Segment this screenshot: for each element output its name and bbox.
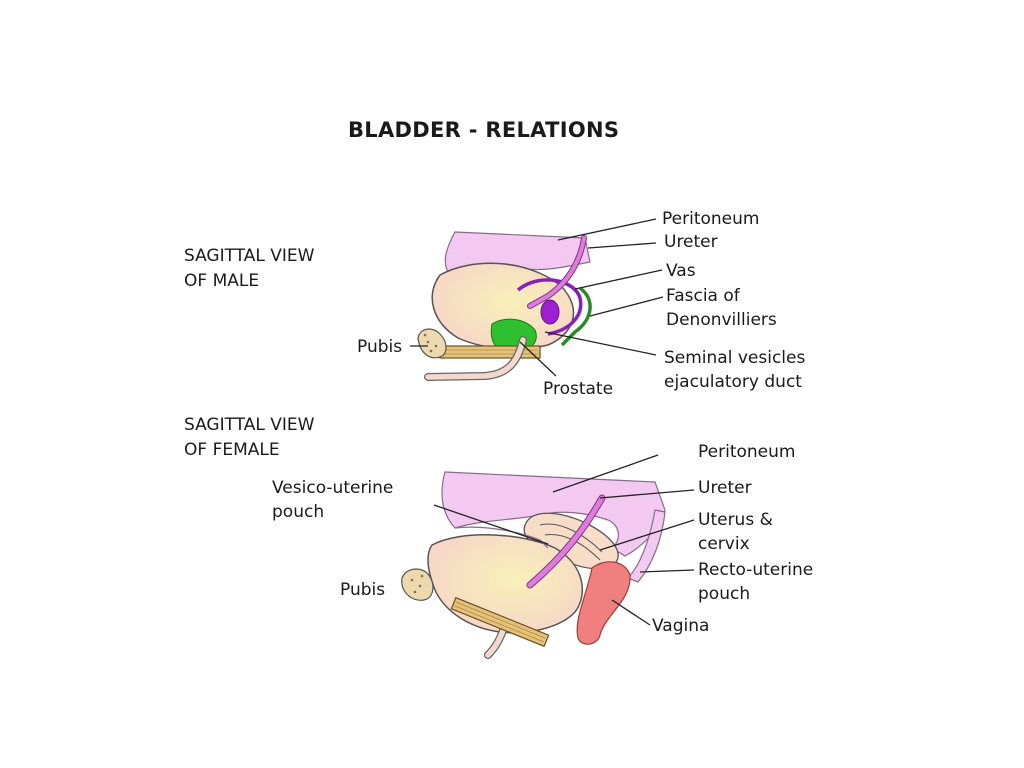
female-label-ureter: Ureter [698, 478, 752, 498]
vagina [576, 561, 631, 645]
male-label-vas: Vas [666, 261, 696, 281]
female-label-peritoneum: Peritoneum [698, 442, 796, 462]
seminal-vesicle [540, 299, 560, 325]
female-label-vagina: Vagina [652, 616, 710, 636]
male-diagram [410, 218, 664, 381]
female-view-title: SAGITTAL VIEW OF FEMALE [184, 415, 315, 460]
male-bladder [431, 262, 575, 350]
female-pubis-bone [401, 568, 434, 601]
vas-deferens [516, 278, 583, 336]
male-label-pubis: Pubis [357, 337, 403, 357]
female-peritoneum [441, 471, 666, 557]
vesico-uterine-pouch [454, 526, 549, 549]
male-pubis-bone [417, 328, 447, 359]
female-label-uterus: Uterus & cervix [698, 510, 773, 554]
diagram-title: BLADDER - RELATIONS [348, 118, 620, 142]
male-pubic-bar [439, 345, 541, 359]
female-label-recto: Recto-uterine pouch [698, 560, 814, 604]
female-label-pubis: Pubis [340, 580, 386, 600]
male-label-ureter: Ureter [664, 232, 718, 252]
male-label-seminal: Seminal vesicles ejaculatory duct [664, 348, 806, 392]
male-label-prostate: Prostate [543, 379, 614, 399]
fascia-of-denonvilliers [560, 286, 592, 347]
male-view-title: SAGITTAL VIEW OF MALE [184, 246, 315, 291]
female-label-vesico: Vesico-uterine pouch [272, 478, 394, 522]
male-label-peritoneum: Peritoneum [662, 209, 760, 229]
female-diagram [401, 454, 695, 659]
male-label-fascia: Fascia of Denonvilliers [666, 286, 777, 330]
